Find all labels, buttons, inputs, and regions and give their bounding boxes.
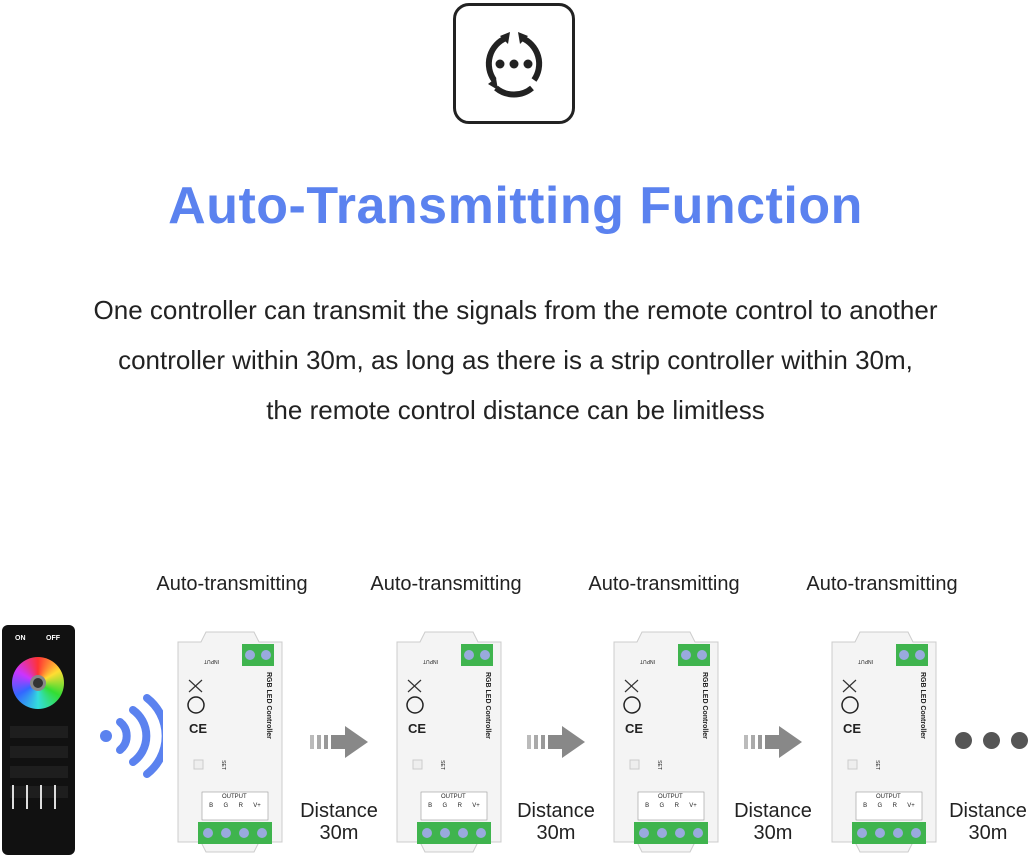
terminal-label: V+	[907, 803, 915, 809]
distance-text: Distance	[300, 800, 378, 822]
auto-transmitting-label: Auto-transmitting	[588, 573, 740, 595]
rgb-led-controller: CE INPUT RGB LED Controller SET OUTPUT B…	[830, 630, 938, 854]
terminal-label: R	[457, 803, 462, 809]
terminal-label: V+	[253, 803, 261, 809]
description-line: controller within 30m, as long as there …	[118, 345, 913, 375]
terminal-label: B	[428, 803, 433, 809]
terminal-label: G	[442, 803, 448, 809]
distance-range: 30m	[753, 822, 793, 844]
rgb-led-controller: CE INPUT RGB LED Controller SET OUTPUT B…	[395, 630, 503, 854]
controller-name: RGB LED Controller	[484, 672, 491, 739]
auto-transmitting-label: Auto-transmitting	[156, 573, 308, 595]
terminal-label: R	[892, 803, 897, 809]
color-wheel	[12, 657, 64, 709]
terminal-label: G	[223, 803, 229, 809]
page-title: Auto-Transmitting Function	[168, 177, 863, 235]
input-label: INPUT	[204, 658, 219, 664]
distance-range: 30m	[319, 822, 359, 844]
transmit-arrow-icon	[310, 726, 368, 758]
ellipsis-dot	[955, 732, 972, 749]
distance-range: 30m	[536, 822, 576, 844]
svg-text:CE: CE	[843, 721, 861, 736]
rgb-led-controller: CE INPUT RGB LED Controller SET OUTPUT B…	[612, 630, 720, 854]
input-label: INPUT	[640, 658, 655, 664]
controller-name: RGB LED Controller	[701, 672, 708, 739]
auto-transmit-cycle-icon	[485, 32, 543, 98]
svg-text:CE: CE	[189, 721, 207, 736]
input-label: INPUT	[423, 658, 438, 664]
distance-range: 30m	[968, 822, 1008, 844]
terminal-label: R	[674, 803, 679, 809]
description-line: One controller can transmit the signals …	[93, 295, 938, 325]
terminal-label: B	[209, 803, 214, 809]
svg-text:CE: CE	[408, 721, 426, 736]
remote-control: ON OFF	[2, 625, 75, 855]
set-label: SET	[438, 760, 445, 770]
remote-off-label: OFF	[46, 635, 60, 642]
transmit-arrow-icon	[527, 726, 585, 758]
set-label: SET	[219, 760, 226, 770]
remote-on-label: ON	[15, 635, 26, 642]
terminal-label: G	[659, 803, 665, 809]
set-label: SET	[655, 760, 662, 770]
ellipsis-dot	[1011, 732, 1028, 749]
transmit-arrow-icon	[744, 726, 802, 758]
auto-transmitting-label: Auto-transmitting	[370, 573, 522, 595]
output-label: OUTPUT	[441, 794, 466, 800]
remote-zone-buttons	[12, 785, 66, 809]
distance-text: Distance	[517, 800, 595, 822]
rgb-led-controller: CE INPUT RGB LED Controller SET OUTPUT B…	[176, 630, 284, 854]
distance-label: Distance 30m	[943, 800, 1031, 844]
output-label: OUTPUT	[658, 794, 683, 800]
distance-label: Distance 30m	[728, 800, 818, 844]
auto-transmitting-label: Auto-transmitting	[806, 573, 958, 595]
terminal-label: B	[645, 803, 650, 809]
wireless-signal-icon	[100, 694, 163, 778]
svg-text:CE: CE	[625, 721, 643, 736]
output-label: OUTPUT	[876, 794, 901, 800]
terminal-label: G	[877, 803, 883, 809]
input-label: INPUT	[858, 658, 873, 664]
output-label: OUTPUT	[222, 794, 247, 800]
auto-transmit-icon-box	[453, 3, 575, 124]
distance-text: Distance	[734, 800, 812, 822]
set-label: SET	[873, 760, 880, 770]
description-line: the remote control distance can be limit…	[266, 395, 765, 425]
terminal-label: R	[238, 803, 243, 809]
ellipsis-dot	[983, 732, 1000, 749]
description: One controller can transmit the signals …	[0, 285, 1031, 435]
terminal-label: B	[863, 803, 868, 809]
distance-text: Distance	[949, 800, 1027, 822]
distance-label: Distance 30m	[294, 800, 384, 844]
controller-name: RGB LED Controller	[265, 672, 272, 739]
distance-label: Distance 30m	[511, 800, 601, 844]
controller-name: RGB LED Controller	[919, 672, 926, 739]
terminal-label: V+	[472, 803, 480, 809]
terminal-label: V+	[689, 803, 697, 809]
